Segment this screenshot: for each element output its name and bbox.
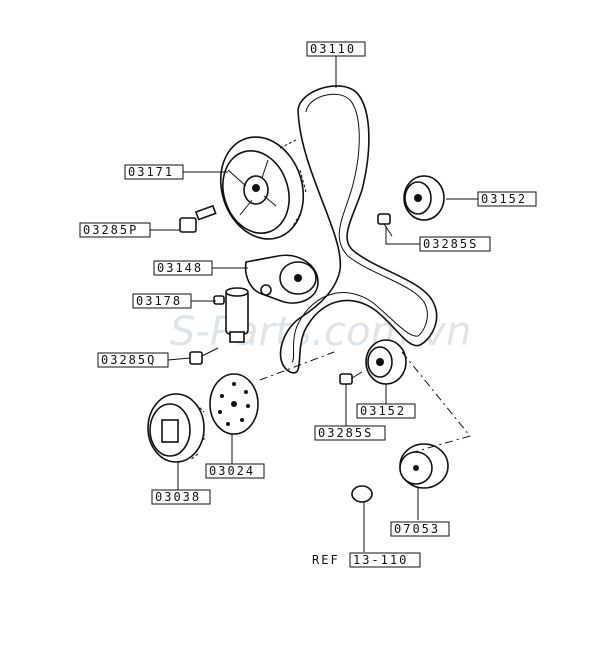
svg-text:03152: 03152 xyxy=(481,192,527,206)
label-03178: 03178 xyxy=(132,293,192,309)
label-03038: 03038 xyxy=(151,489,211,505)
reference-prefix: REF xyxy=(312,553,340,567)
svg-text:03285P: 03285P xyxy=(83,223,138,237)
bolt-top-left xyxy=(179,204,217,233)
svg-text:03148: 03148 xyxy=(157,261,203,275)
tensioner-arm xyxy=(244,254,319,304)
auto-tensioner xyxy=(213,287,249,343)
svg-text:03038: 03038 xyxy=(155,490,201,504)
label-03285q: 03285Q xyxy=(97,352,169,368)
label-03285s-bottom: 03285S xyxy=(314,425,386,441)
label-03285p: 03285P xyxy=(79,222,151,238)
timing-belt xyxy=(279,85,438,374)
idler-bottom xyxy=(365,339,407,385)
svg-text:03024: 03024 xyxy=(209,464,255,478)
svg-text:03285Q: 03285Q xyxy=(101,353,156,367)
svg-text:03285S: 03285S xyxy=(423,237,478,251)
svg-text:07053: 07053 xyxy=(394,522,440,536)
balancer-spacer xyxy=(351,485,373,503)
label-03152-top: 03152 xyxy=(477,191,537,207)
bolt-idler-top xyxy=(377,213,393,237)
reference-code-box xyxy=(349,552,421,568)
cam-sprocket xyxy=(219,136,307,240)
label-03171: 03171 xyxy=(124,164,184,180)
label-07053: 07053 xyxy=(390,521,450,537)
label-03148: 03148 xyxy=(153,260,213,276)
label-03285s-top: 03285S xyxy=(419,236,491,252)
label-03024: 03024 xyxy=(205,463,265,479)
crank-sprocket xyxy=(147,393,205,463)
bolt-idler-bottom xyxy=(339,371,363,385)
balancer-sprocket xyxy=(399,443,449,489)
idler-top xyxy=(403,175,445,221)
crank-plate xyxy=(209,373,259,435)
svg-text:03171: 03171 xyxy=(128,165,174,179)
reference-label[interactable]: REF 13-110 xyxy=(312,552,421,568)
label-03152-bottom: 03152 xyxy=(356,403,416,419)
svg-text:03178: 03178 xyxy=(136,294,182,308)
svg-text:03285S: 03285S xyxy=(318,426,373,440)
svg-text:03110: 03110 xyxy=(310,42,356,56)
label-03110: 03110 xyxy=(306,41,366,57)
bolt-mid-left xyxy=(189,347,219,365)
svg-text:03152: 03152 xyxy=(360,404,406,418)
reference-code[interactable]: 13-110 xyxy=(353,553,408,567)
